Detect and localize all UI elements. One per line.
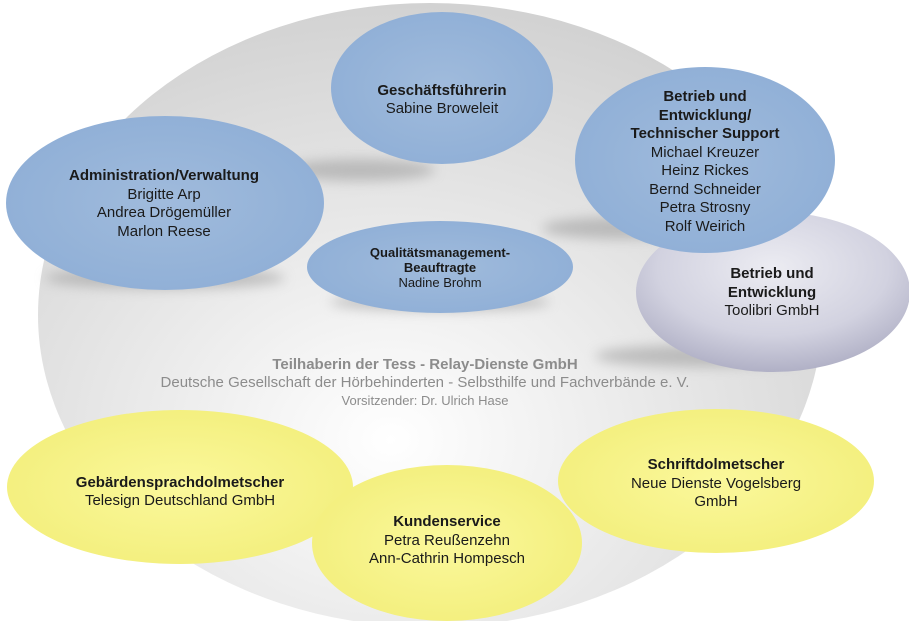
node-person: Rolf Weirich — [664, 217, 746, 235]
center-subtitle: Deutsche Gesellschaft der Hörbehinderten… — [160, 374, 690, 391]
node-title: Betrieb und Entwicklung — [727, 265, 817, 301]
node-person: Michael Kreuzer — [650, 143, 760, 161]
node-administration: Administration/Verwaltung Brigitte Arp A… — [24, 166, 304, 242]
node-person: Toolibri GmbH — [724, 302, 820, 320]
node-title: Kundenservice — [393, 513, 501, 531]
node-title: Gebärdensprachdolmetscher — [75, 473, 285, 491]
node-person: Petra Strosny — [659, 199, 751, 216]
node-title: Geschäftsführerin — [377, 81, 507, 99]
center-chair: Vorsitzender: Dr. Ulrich Hase — [341, 393, 509, 408]
center-title: Teilhaberin der Tess - Relay-Dienste Gmb… — [272, 356, 578, 373]
node-shape-schrift — [558, 409, 874, 553]
node-person: GmbH — [694, 493, 738, 511]
node-shape-geschaeftsfuehrerin — [331, 12, 553, 164]
node-title: Schriftdolmetscher — [647, 456, 785, 474]
node-shape-qualitaet — [307, 221, 573, 313]
node-schrift: Schriftdolmetscher Neue Dienste Vogelsbe… — [596, 455, 836, 513]
node-person: Neue Dienste Vogelsberg — [630, 474, 802, 492]
node-betrieb-technik: Betrieb und Entwicklung/ Technischer Sup… — [585, 88, 825, 236]
node-toolibri: Betrieb und Entwicklung Toolibri GmbH — [672, 264, 872, 322]
node-qualitaet: Qualitätsmanagement- Beauftragte Nadine … — [320, 243, 560, 293]
node-person: Nadine Brohm — [398, 275, 482, 290]
node-person: Brigitte Arp — [127, 185, 201, 203]
node-gebaerden: Gebärdensprachdolmetscher Telesign Deuts… — [30, 472, 330, 512]
node-title: Qualitätsmanagement- Beauftragte — [369, 245, 511, 275]
node-kunden: Kundenservice Petra Reußenzehn Ann-Cathr… — [337, 512, 557, 570]
node-shape-kunden — [312, 465, 582, 621]
node-title: Betrieb und Entwicklung/ Technischer Sup… — [630, 88, 780, 142]
node-person: Telesign Deutschland GmbH — [84, 492, 276, 509]
node-person: Andrea Drögemüller — [96, 204, 232, 221]
node-shape-betrieb-technik — [575, 67, 835, 253]
node-person: Sabine Broweleit — [385, 100, 499, 117]
node-geschaeftsfuehrerin: Geschäftsführerin Sabine Broweleit — [332, 80, 552, 120]
node-person: Petra Reußenzehn — [384, 531, 510, 549]
center-info: Teilhaberin der Tess - Relay-Dienste Gmb… — [60, 356, 790, 409]
node-shape-gebaerden — [7, 410, 353, 564]
node-shape-administration — [6, 116, 324, 290]
node-person: Bernd Schneider — [649, 180, 761, 198]
node-person: Marlon Reese — [117, 222, 211, 240]
node-person: Heinz Rickes — [661, 162, 749, 179]
node-person: Ann-Cathrin Hompesch — [369, 550, 525, 568]
node-title: Administration/Verwaltung — [68, 167, 260, 184]
